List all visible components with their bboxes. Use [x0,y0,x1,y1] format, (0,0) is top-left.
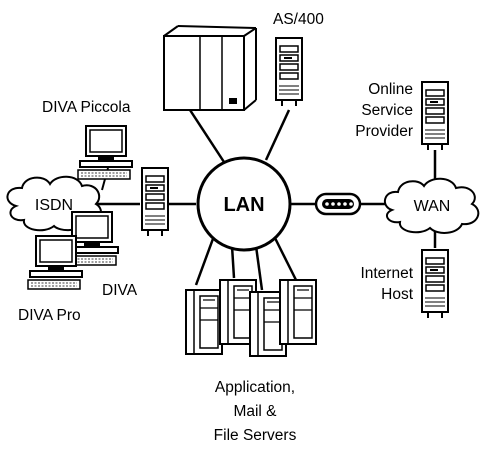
online-provider-label-line2: Service [361,102,413,119]
servers-label-line1: Application, [215,379,295,396]
link-server-4 [272,235,298,281]
link-server-3 [254,245,264,291]
diva-piccola-pc-icon [77,125,133,180]
application-server-icon [185,289,223,355]
as400-server-icon [275,37,303,107]
modem-icon [314,192,362,216]
internet-host-label-line2: Host [381,286,414,303]
wan-label: WAN [414,198,451,215]
internet-host-server-icon [421,249,449,319]
servers-label-line2: Mail & [233,403,277,420]
online-provider-server-icon [421,81,449,151]
diva-pro-pc-icon [27,235,83,290]
servers-label-line3: File Servers [214,427,297,444]
as400-label: AS/400 [273,11,324,28]
isdn-label: ISDN [35,197,73,214]
link-mainframe [188,109,226,163]
lan-label: LAN [223,194,264,216]
internet-host-label-line1: Internet [360,265,413,282]
diva-piccola-label: DIVA Piccola [42,99,131,116]
wan-cloud-icon: WAN [383,177,480,234]
diva-pro-label: DIVA Pro [18,307,81,324]
link-server-2 [230,245,236,279]
online-provider-label-line1: Online [368,81,413,98]
online-provider-label-line3: Provider [355,123,413,140]
link-as400 [264,109,291,161]
link-server-1 [194,235,216,286]
mainframe-icon [163,25,257,111]
backup-server-icon [279,279,317,345]
lan-hub: LAN [196,156,292,252]
diva-label: DIVA [102,282,138,299]
isdn-router-server-icon [141,167,169,237]
